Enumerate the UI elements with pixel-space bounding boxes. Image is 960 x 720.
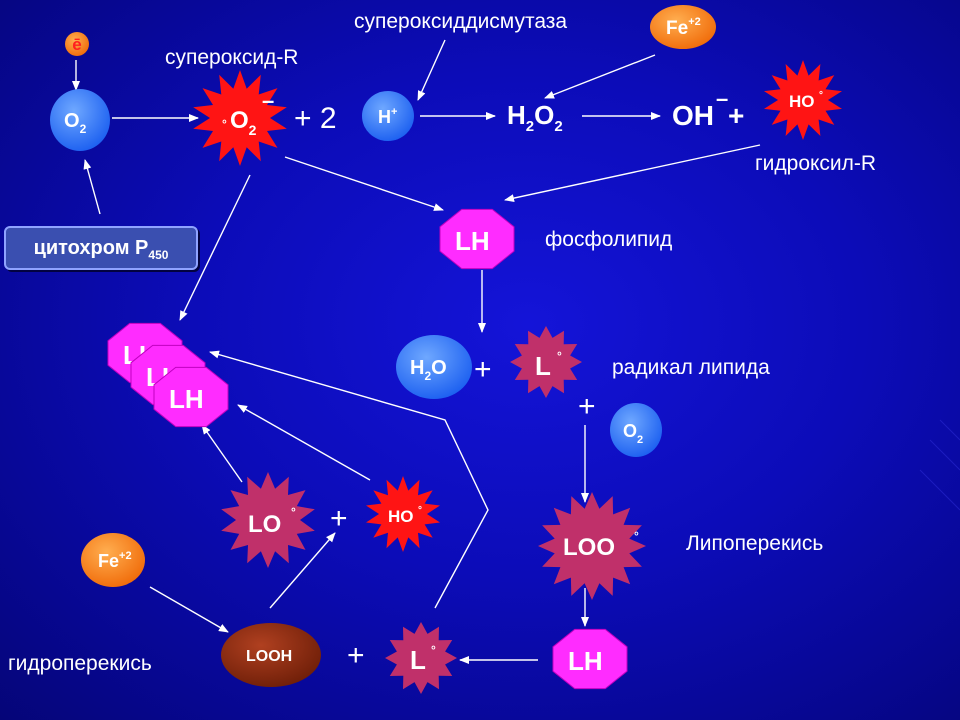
arrow-looh-to-lo: [269, 532, 336, 609]
arrow-superoxide-to-lh-stack: [179, 174, 251, 321]
water-node: H2O: [396, 335, 472, 399]
superoxide-radical-star: ° O2 –: [193, 70, 287, 166]
arrow-ho-to-lh-stack: [237, 404, 371, 481]
arrow-fe-to-reaction: [544, 54, 656, 99]
lh-stack-item-3: LH: [153, 366, 229, 428]
arrow-sod-to-reaction: [417, 39, 446, 101]
h2o2-label: H2O2: [507, 100, 563, 135]
fe-left-label: Fe: [98, 551, 119, 571]
svg-text:O2: O2: [623, 421, 643, 446]
cytochrome-label: цитохром Р: [33, 237, 149, 259]
electron-label: ē: [72, 35, 81, 54]
alkoxyl-radical-star: LO °: [221, 472, 315, 568]
superoxide-minus: –: [262, 88, 274, 113]
label-lipoperoxide: Липоперекись: [686, 532, 824, 555]
svg-text:H+: H+: [378, 106, 397, 127]
lipid-lh-node-bottom: LH: [552, 628, 628, 690]
o2-mid-label: O: [623, 421, 637, 441]
electron-node: ē: [65, 32, 89, 56]
arrows: [72, 39, 761, 664]
plus-lo: +: [330, 502, 348, 535]
svg-text:Fe+2: Fe+2: [98, 550, 132, 571]
h2o-h: H: [410, 357, 424, 379]
lh-stack-label-3: LH: [169, 384, 204, 414]
hydroxide-plus: +: [728, 100, 744, 131]
hydroxide-label: OH: [672, 100, 714, 131]
proton-node: H+: [362, 91, 414, 141]
loo-dot: °: [634, 529, 639, 543]
cytochrome-subscript: 450: [148, 248, 169, 262]
lo-label: LO: [248, 511, 281, 538]
plus-right: +: [578, 390, 596, 423]
lo-dot: °: [291, 505, 296, 519]
h2o2-sub1: 2: [526, 118, 534, 135]
h-plus-label: H: [378, 107, 391, 127]
ho-top-label: HO: [789, 92, 815, 111]
plus-bottom: +: [347, 639, 365, 672]
plus-two: + 2: [294, 102, 337, 135]
arrow-lo-to-lh-stack: [201, 424, 243, 483]
hydroperoxide-node: LOOH: [221, 623, 321, 687]
lipid-radical-star-mid: L °: [510, 326, 582, 398]
hydroxyl-radical-star-top: HO °: [764, 60, 842, 140]
oxygen-node-mid: O2: [610, 403, 662, 457]
label-superoxide-r: супероксид-R: [165, 46, 299, 69]
o2-label: O: [64, 110, 80, 132]
svg-text:O2: O2: [64, 110, 87, 136]
hydroxyl-radical-star-mid: HO °: [366, 476, 440, 552]
ho-mid-dot: °: [418, 505, 422, 516]
lh-stack: LH LH LH: [107, 322, 229, 428]
svg-text:O2: O2: [230, 107, 257, 138]
plus-mid: +: [474, 353, 492, 386]
ho-top-dot: °: [819, 90, 823, 101]
svg-text:H2O: H2O: [410, 357, 447, 383]
arrow-superoxide-to-lh: [284, 156, 444, 211]
lh-main-label: LH: [455, 226, 490, 256]
loo-label: LOO: [563, 534, 615, 561]
fe-top-sup: +2: [688, 16, 701, 28]
iron-node-left: Fe+2: [81, 533, 145, 587]
iron-node-top: Fe+2: [650, 5, 716, 49]
svg-text:Fe+2: Fe+2: [666, 16, 701, 39]
superoxide-subscript: 2: [249, 122, 257, 138]
h-plus-sup: +: [391, 106, 397, 118]
label-lipid-radical: радикал липида: [612, 356, 770, 379]
lipoperoxide-radical-star: LOO °: [538, 492, 646, 600]
h2o2-h: H: [507, 100, 526, 130]
oxygen-node-left: O2: [50, 89, 110, 151]
label-hydroperoxide: гидроперекись: [8, 652, 152, 675]
fe-top-label: Fe: [666, 18, 688, 39]
h2o2-o: O: [534, 100, 554, 130]
hydroxide-minus: –: [716, 86, 728, 111]
superoxide-label: O: [230, 107, 249, 134]
phospholipid-lh-node: LH: [439, 208, 515, 270]
radical-dot: °: [222, 117, 227, 131]
arrow-l-to-lh-stack: [209, 350, 489, 609]
o2-subscript: 2: [80, 122, 87, 136]
fe-left-sup: +2: [119, 550, 132, 562]
h2o-sub: 2: [424, 369, 431, 383]
arrow-hydroxyl-to-lh: [504, 144, 761, 203]
l-mid-dot: °: [557, 349, 562, 363]
lipid-radical-star-bottom: L °: [385, 622, 457, 694]
looh-label: LOOH: [246, 648, 292, 665]
label-phospholipid: фосфолипид: [545, 228, 673, 251]
lh-bottom-label: LH: [568, 646, 603, 676]
arrow-cytochrome-to-o2: [83, 159, 101, 215]
o2-mid-sub: 2: [637, 434, 643, 446]
l-mid-label: L: [535, 351, 551, 381]
corner-decoration: [919, 419, 960, 511]
ho-mid-label: HO: [388, 507, 414, 526]
l-bottom-label: L: [410, 645, 426, 675]
h2o2-sub2: 2: [554, 118, 562, 135]
l-bottom-dot: °: [431, 643, 436, 657]
h2o-o: O: [431, 357, 447, 379]
label-hydroxyl-r: гидроксил-R: [755, 152, 877, 175]
label-superoxide-dismutase: супероксиддисмутаза: [354, 10, 568, 33]
cytochrome-p450-box: цитохром Р450: [4, 226, 198, 270]
arrow-fe-to-looh: [149, 586, 229, 633]
